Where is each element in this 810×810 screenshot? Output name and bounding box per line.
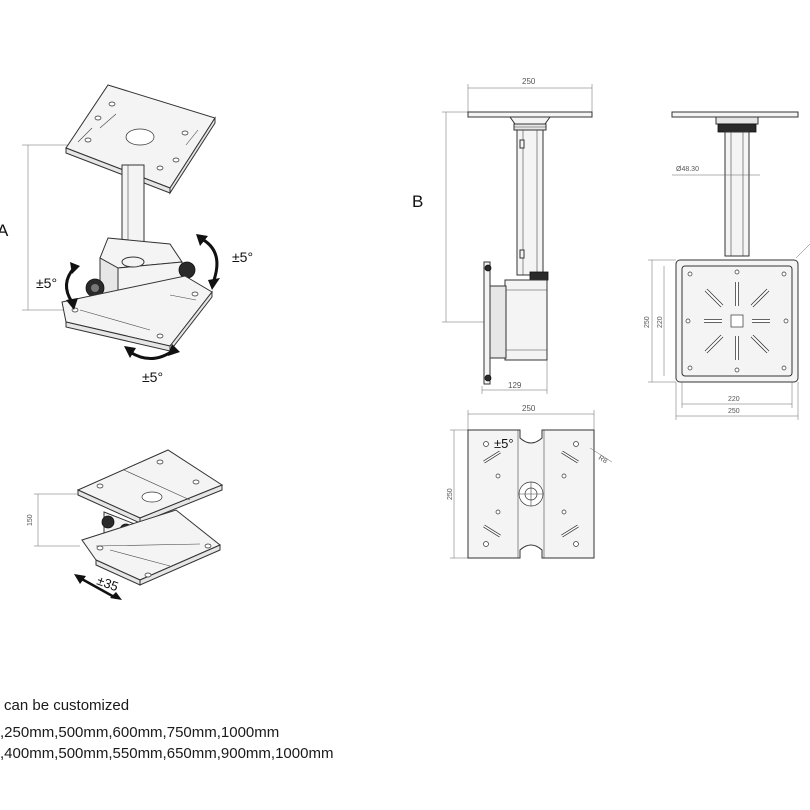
dim-front-tube-dia: Ø48.30 <box>676 166 699 173</box>
swivel-arrow-bottom <box>129 348 175 360</box>
dim-front-side-220: 220 <box>657 316 664 328</box>
front-view: Ø48.30 <box>644 111 810 420</box>
dim-front-side-250: 250 <box>644 316 651 328</box>
dim-top-width: 250 <box>522 404 536 413</box>
projector-plate-a <box>61 275 213 353</box>
dim-side-width: 250 <box>522 77 536 86</box>
notes-line-3: ,400mm,500mm,550mm,650mm,900mm,1000mm <box>0 745 334 762</box>
angle-tilt-left: ±5° <box>36 275 57 291</box>
dim-top-radius: R8 <box>597 455 608 466</box>
dim-slide-height: 150 <box>27 514 34 526</box>
notes-line-2: ,250mm,500mm,600mm,750mm,1000mm <box>0 724 280 741</box>
dim-top-height: 250 <box>447 488 454 500</box>
notes-line-1: can be customized <box>4 697 130 714</box>
view-label-b: B <box>412 192 423 211</box>
ceiling-plate-a <box>65 84 216 195</box>
dim-front-bottom-220: 220 <box>728 396 740 403</box>
plate-slot-pattern <box>685 269 789 373</box>
dim-front-bottom-250: 250 <box>728 408 740 415</box>
isometric-slide-view: 150 ±35 <box>27 449 224 600</box>
angle-plate-top: ±5° <box>494 436 514 451</box>
slide-arrow <box>79 576 117 600</box>
angle-tilt-right: ±5° <box>232 249 253 265</box>
view-label-a: A <box>0 221 9 240</box>
dim-side-base: 129 <box>508 381 522 390</box>
angle-slide: ±35 <box>95 573 120 594</box>
side-view-b: B 250 129 <box>412 77 593 394</box>
tilt-arrow-right <box>199 236 219 281</box>
isometric-view-a: ±5° ±5° ±5° A <box>0 84 253 385</box>
top-plate-view: 250 250 R8 ±5° <box>447 404 613 559</box>
angle-swivel-bottom: ±5° <box>142 369 163 385</box>
